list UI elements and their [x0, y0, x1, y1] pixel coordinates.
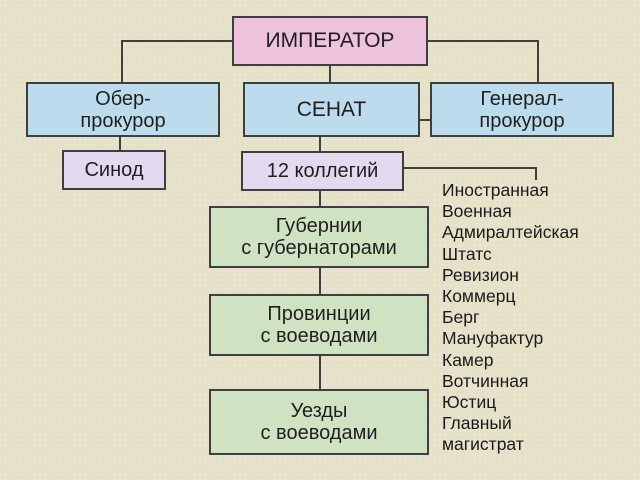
college-item: Берг	[442, 307, 480, 328]
procurator-general-box: Генерал- прокурор	[430, 82, 614, 137]
colleges-box: 12 коллегий	[241, 151, 404, 191]
college-list: Иностранная Военная Адмиралтейская Штатс…	[442, 180, 579, 456]
college-item: Вотчинная	[442, 370, 529, 391]
connector-emperor-procurator-general	[428, 40, 539, 82]
connector-colleges-list	[404, 167, 537, 180]
college-item: магистрат	[442, 434, 524, 455]
provinces-box: Губернии с губернаторами	[209, 206, 429, 268]
provintsii-box: Провинции с воеводами	[209, 294, 429, 356]
connector-emperor-ober-procurator	[121, 40, 232, 82]
college-item: Коммерц	[442, 286, 516, 307]
college-item: Мануфактур	[442, 328, 544, 349]
college-item: Камер	[442, 349, 494, 370]
senate-box: СЕНАТ	[243, 82, 420, 137]
college-item: Штатс	[442, 243, 492, 264]
uezdy-box: Уезды с воеводами	[209, 389, 429, 455]
college-item: Адмиралтейская	[442, 222, 579, 243]
emperor-box: ИМПЕРАТОР	[232, 16, 428, 66]
college-item: Военная	[442, 201, 512, 222]
college-item: Иностранная	[442, 180, 549, 200]
college-item: Ревизион	[442, 264, 519, 285]
synod-box: Синод	[62, 150, 166, 190]
college-item: Юстиц	[442, 392, 497, 413]
ober-procurator-box: Обер- прокурор	[26, 82, 220, 137]
college-item: Главный	[442, 413, 512, 434]
